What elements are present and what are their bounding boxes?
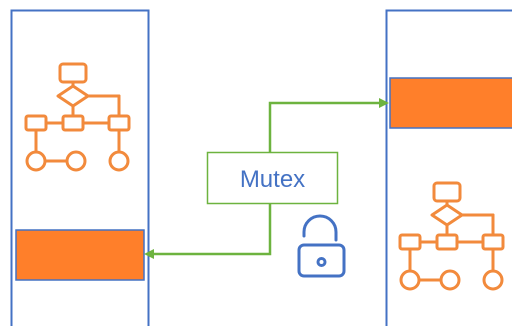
flowchart-icon <box>24 62 131 172</box>
unlocked-padlock-icon <box>297 214 346 278</box>
left-process-panel <box>10 9 150 326</box>
flowchart-icon <box>398 181 505 291</box>
right-process-panel <box>385 9 512 326</box>
mutex-label: Mutex <box>240 166 305 193</box>
mutex-box <box>206 151 339 205</box>
arrow-to-right-resource <box>268 98 389 152</box>
arrow-to-left-resource <box>144 204 272 259</box>
left-resource-block <box>15 229 145 281</box>
right-resource-block <box>389 77 512 129</box>
